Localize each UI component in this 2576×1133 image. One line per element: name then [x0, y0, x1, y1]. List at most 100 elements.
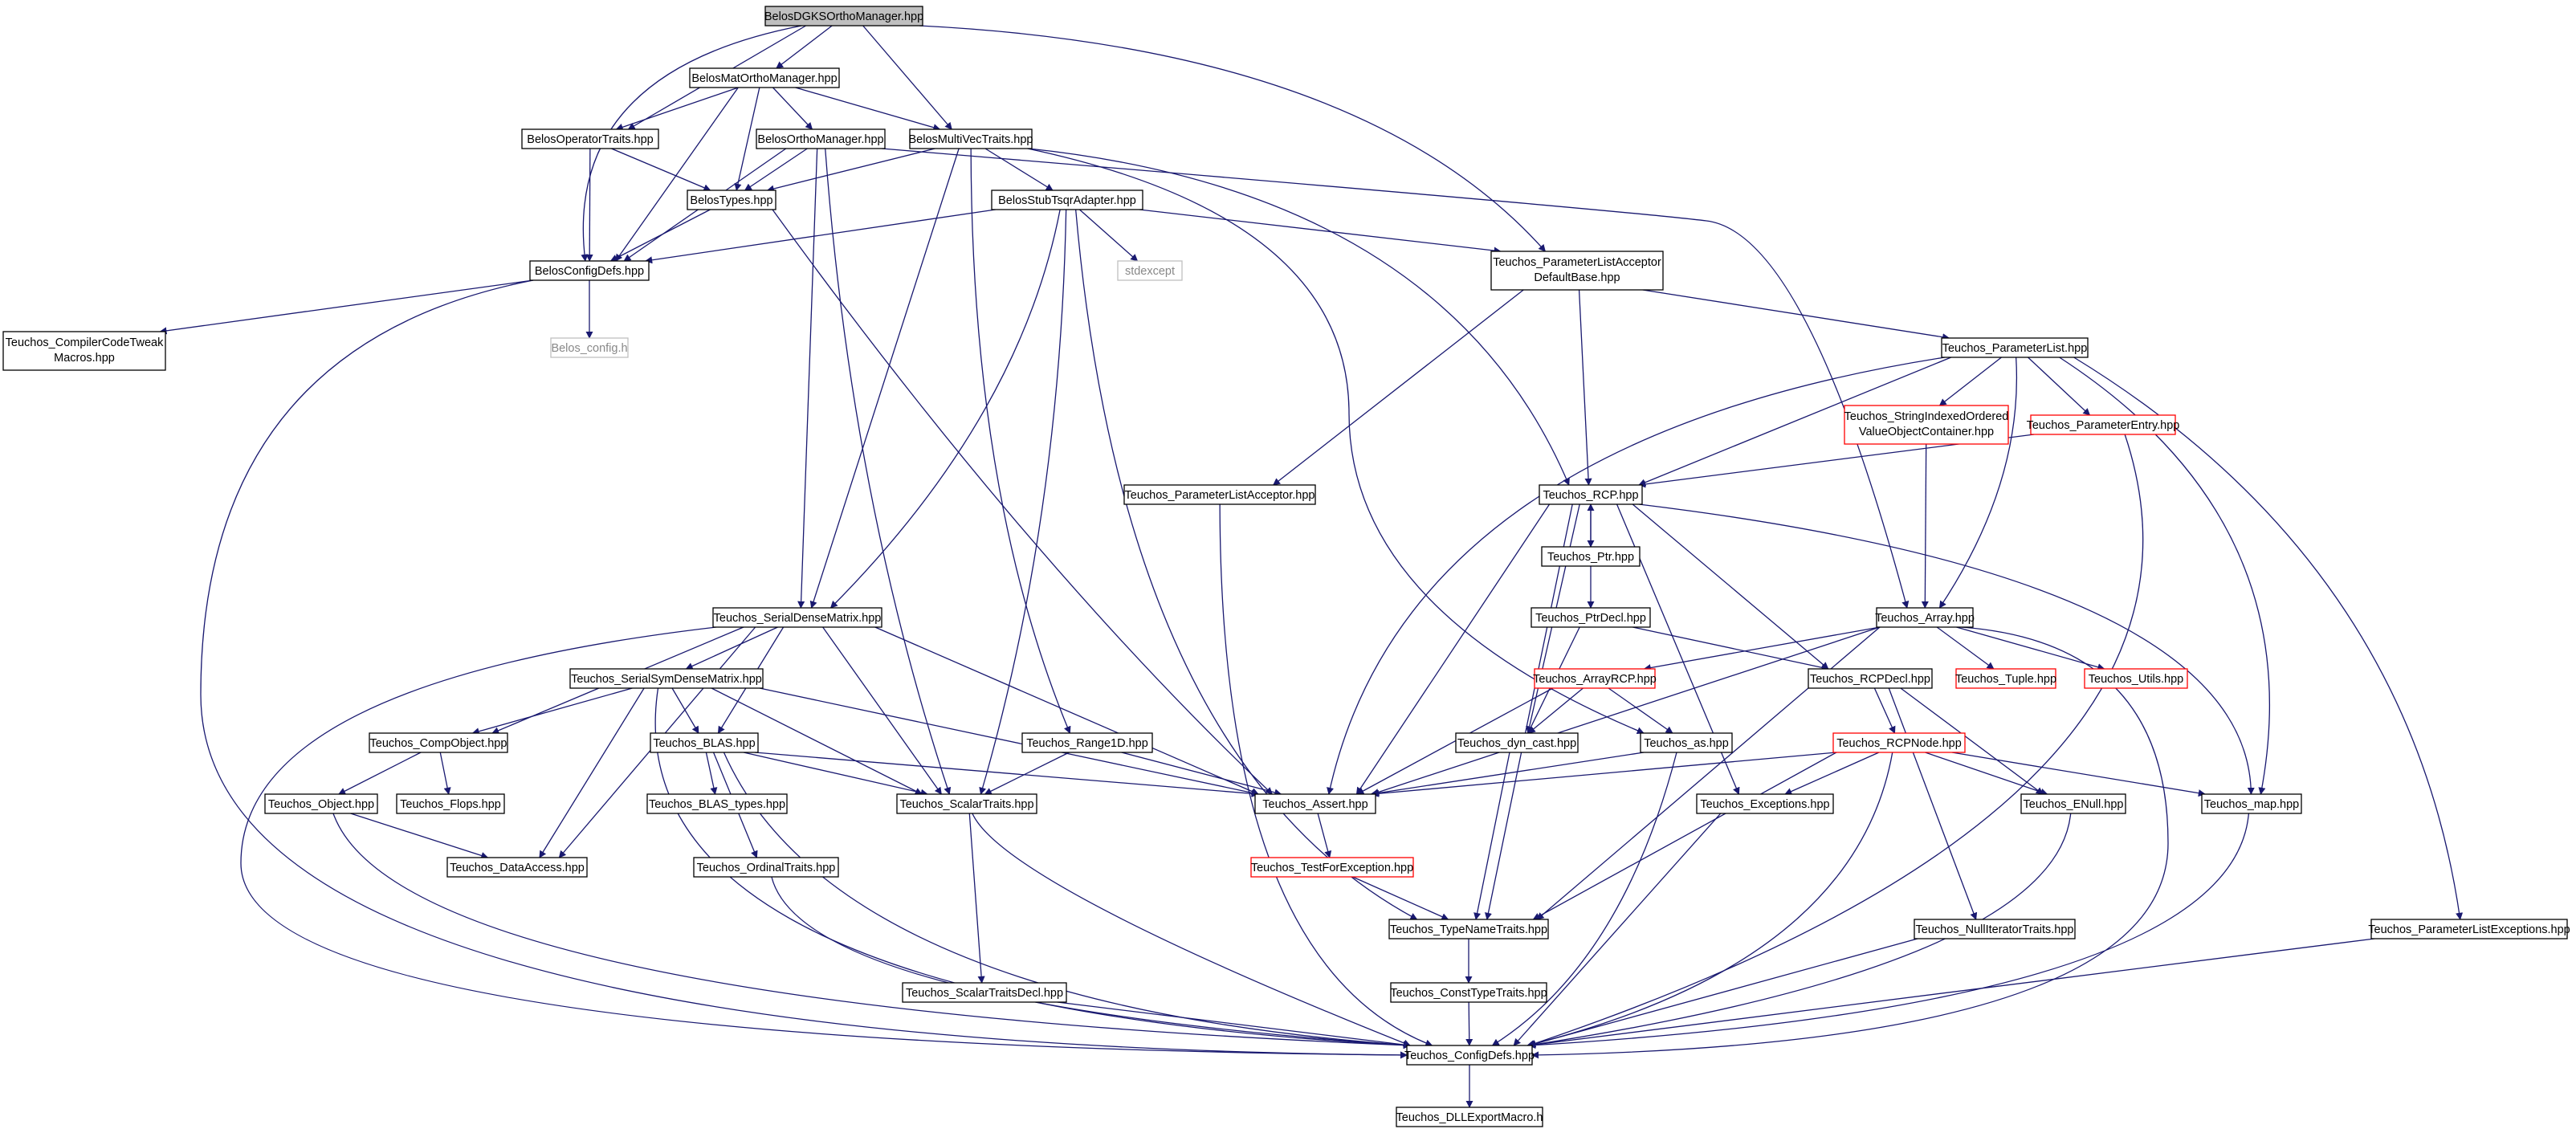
edge-n16-to-n43 [1484, 503, 1573, 920]
node-n23[interactable]: Teuchos_RCPDecl.hpp [1808, 668, 1933, 689]
node-n47[interactable]: Teuchos_ConstTypeTraits.hpp [1390, 982, 1547, 1003]
node-label: Teuchos_ParameterList.hpp [1942, 342, 2088, 355]
node-n34[interactable]: Teuchos_BLAS_types.hpp [646, 793, 788, 814]
node-label: Teuchos_StringIndexedOrdered [1844, 410, 2009, 423]
node-n13[interactable]: Teuchos_StringIndexedOrderedValueObjectC… [1844, 405, 2009, 445]
node-n12[interactable]: Teuchos_ParameterList.hpp [1941, 337, 2089, 358]
node-label: Teuchos_PtrDecl.hpp [1535, 612, 1646, 625]
edge-n1-to-n7 [615, 87, 739, 262]
node-label: Teuchos_Range1D.hpp [1026, 737, 1148, 750]
edge-n46-to-n48 [1057, 1001, 1411, 1049]
node-n33[interactable]: Teuchos_Flops.hpp [396, 793, 505, 814]
node-label: Teuchos_RCPDecl.hpp [1810, 673, 1930, 686]
node-n4[interactable]: BelosMultiVecTraits.hpp [908, 128, 1033, 149]
node-box [1490, 251, 1664, 291]
node-n41[interactable]: Teuchos_OrdinalTraits.hpp [693, 857, 839, 878]
node-n1[interactable]: BelosMatOrthoManager.hpp [689, 67, 840, 88]
node-n19[interactable]: Teuchos_SerialDenseMatrix.hpp [712, 607, 882, 628]
edge-n22-to-n30 [1608, 687, 1673, 734]
node-label: Teuchos_ArrayRCP.hpp [1533, 673, 1657, 686]
node-n8[interactable]: stdexcept [1117, 260, 1183, 281]
node-n36[interactable]: Teuchos_Assert.hpp [1254, 793, 1376, 814]
edge-n31-to-n38 [1925, 752, 2048, 796]
node-n15[interactable]: Teuchos_ParameterListAcceptor.hpp [1123, 484, 1316, 505]
node-n28[interactable]: Teuchos_Range1D.hpp [1021, 732, 1153, 753]
edge-n7-to-n10 [159, 279, 534, 335]
node-label: Teuchos_DataAccess.hpp [450, 862, 585, 874]
node-n29[interactable]: Teuchos_dyn_cast.hpp [1455, 732, 1579, 753]
node-n45[interactable]: Teuchos_ParameterListExceptions.hpp [2368, 919, 2570, 939]
node-label: Teuchos_ConstTypeTraits.hpp [1390, 987, 1547, 1000]
node-n32[interactable]: Teuchos_Object.hpp [264, 793, 378, 814]
node-n49[interactable]: Teuchos_DLLExportMacro.h [1396, 1107, 1543, 1127]
node-label: Teuchos_ConfigDefs.hpp [1404, 1049, 1535, 1062]
node-box [712, 607, 882, 628]
node-label: Macros.hpp [54, 352, 115, 365]
node-n27[interactable]: Teuchos_BLAS.hpp [650, 732, 759, 753]
edge-n4-to-n5 [766, 148, 935, 193]
node-n18[interactable]: Teuchos_PtrDecl.hpp [1531, 607, 1651, 628]
node-box [1117, 260, 1183, 281]
node-n35[interactable]: Teuchos_ScalarTraits.hpp [896, 793, 1037, 814]
edge-n7-to-n48 [200, 279, 1408, 1059]
node-n39[interactable]: Teuchos_map.hpp [2201, 793, 2302, 814]
node-n17[interactable]: Teuchos_Ptr.hpp [1541, 546, 1641, 567]
node-n37[interactable]: Teuchos_Exceptions.hpp [1696, 793, 1834, 814]
node-box [1534, 668, 1656, 689]
node-box [396, 793, 505, 814]
node-n20[interactable]: Teuchos_Array.hpp [1875, 607, 1975, 628]
node-box [521, 128, 659, 149]
node-n30[interactable]: Teuchos_as.hpp [1640, 732, 1733, 753]
edge-n21-to-n26 [471, 687, 633, 736]
node-box [550, 337, 629, 358]
node-label: Teuchos_Object.hpp [268, 798, 374, 811]
node-n24[interactable]: Teuchos_Tuple.hpp [1955, 668, 2056, 689]
node-n25[interactable]: Teuchos_Utils.hpp [2084, 668, 2188, 689]
edge-n44-to-n48 [1528, 938, 1918, 1048]
edge-n4-to-n6 [984, 148, 1054, 191]
node-n31[interactable]: Teuchos_RCPNode.hpp [1832, 732, 1966, 753]
node-box [902, 982, 1067, 1003]
node-n7[interactable]: BelosConfigDefs.hpp [529, 260, 650, 281]
node-n38[interactable]: Teuchos_ENull.hpp [2020, 793, 2126, 814]
edge-n28-to-n36 [1121, 752, 1282, 797]
node-n9[interactable]: Teuchos_ParameterListAcceptorDefaultBase… [1490, 251, 1664, 291]
node-label: Teuchos_Tuple.hpp [1955, 673, 2056, 686]
node-n0[interactable]: BelosDGKSOrthoManager.hpp [764, 6, 923, 26]
node-label: Teuchos_TypeNameTraits.hpp [1390, 923, 1547, 936]
node-label: Teuchos_BLAS_types.hpp [649, 798, 785, 811]
node-n22[interactable]: Teuchos_ArrayRCP.hpp [1533, 668, 1657, 689]
node-n3[interactable]: BelosOrthoManager.hpp [756, 128, 886, 149]
node-box [2201, 793, 2302, 814]
node-n44[interactable]: Teuchos_NullIteratorTraits.hpp [1914, 919, 2076, 939]
node-n43[interactable]: Teuchos_TypeNameTraits.hpp [1388, 919, 1549, 939]
node-n5[interactable]: BelosTypes.hpp [687, 190, 776, 210]
edge-n1-to-n3 [772, 87, 813, 130]
edge-n19-to-n21 [685, 626, 778, 670]
node-n6[interactable]: BelosStubTsqrAdapter.hpp [991, 190, 1143, 210]
node-box [1640, 732, 1733, 753]
node-n14[interactable]: Teuchos_ParameterEntry.hpp [2027, 414, 2180, 435]
node-box [1832, 732, 1966, 753]
node-label: Teuchos_DLLExportMacro.h [1396, 1111, 1543, 1124]
edge-n31-to-n48 [1526, 752, 1893, 1048]
edge-n6-to-n9 [1139, 209, 1502, 255]
node-box [2020, 793, 2126, 814]
node-n26[interactable]: Teuchos_CompObject.hpp [369, 732, 508, 753]
node-n42[interactable]: Teuchos_TestForException.hpp [1250, 857, 1414, 878]
node-box [529, 260, 650, 281]
node-n40[interactable]: Teuchos_DataAccess.hpp [446, 857, 588, 878]
node-n11[interactable]: Belos_config.h [550, 337, 629, 358]
edge-n0-to-n4 [862, 25, 952, 130]
node-n21[interactable]: Teuchos_SerialSymDenseMatrix.hpp [569, 668, 764, 689]
node-label: Teuchos_BLAS.hpp [653, 737, 755, 750]
edge-n23-to-n38 [1900, 687, 2044, 795]
node-label: Teuchos_ENull.hpp [2024, 798, 2124, 811]
edge-n31-to-n36 [1372, 752, 1837, 797]
edge-n31-to-n43 [1532, 752, 1837, 920]
node-n16[interactable]: Teuchos_RCP.hpp [1539, 484, 1643, 505]
node-n2[interactable]: BelosOperatorTraits.hpp [521, 128, 659, 149]
node-n48[interactable]: Teuchos_ConfigDefs.hpp [1404, 1045, 1535, 1066]
node-n46[interactable]: Teuchos_ScalarTraitsDecl.hpp [902, 982, 1067, 1003]
